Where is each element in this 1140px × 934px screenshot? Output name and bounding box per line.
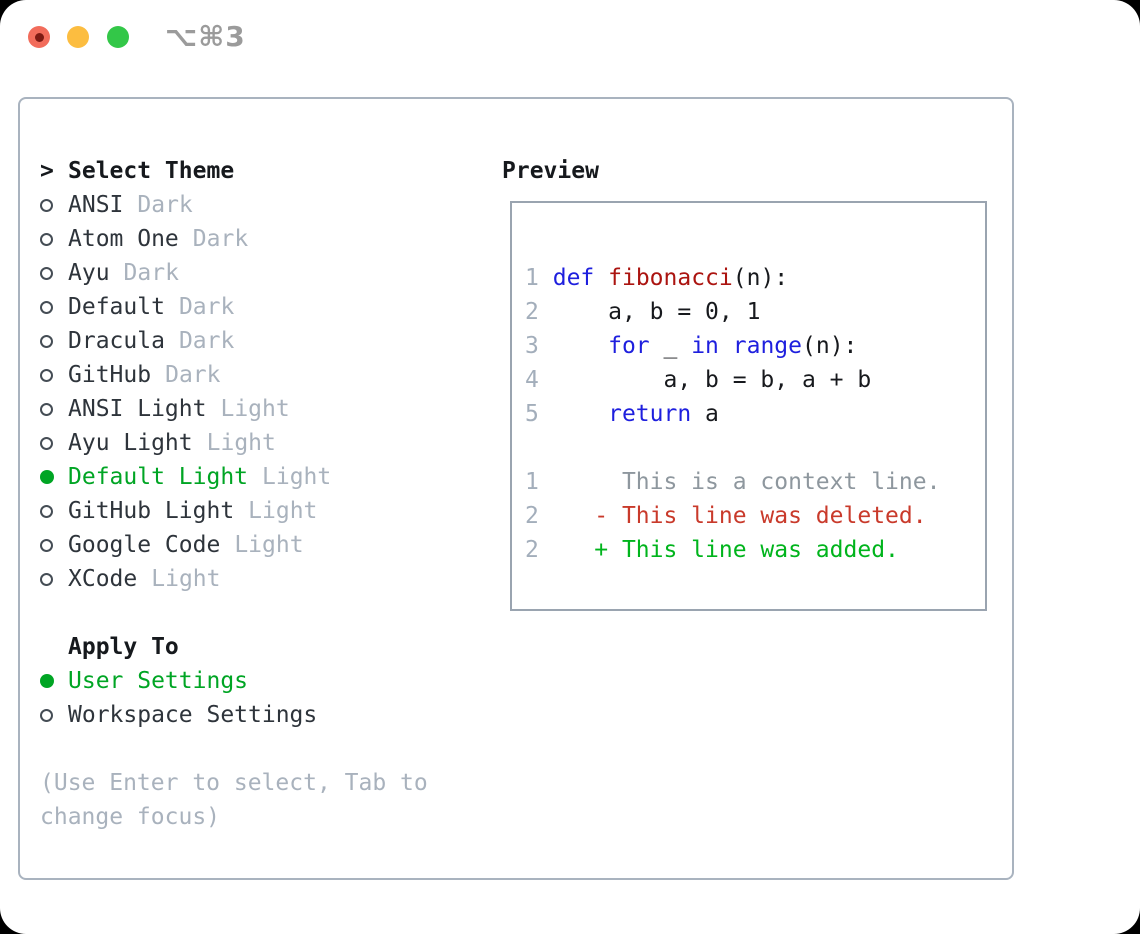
option-label: User Settings: [68, 668, 249, 694]
preview-title: Preview: [502, 158, 599, 184]
option-variant-label: Dark: [192, 226, 249, 252]
apply-to-title: Apply To: [68, 634, 179, 660]
radio-icon: [40, 300, 53, 314]
radio-icon: [40, 334, 53, 348]
zoom-button[interactable]: [107, 26, 129, 48]
option-variant-label: Dark: [165, 362, 221, 388]
option-label: ANSI: [68, 192, 124, 218]
option-variant-label: Dark: [178, 328, 235, 354]
window-shortcut-label: ⌥⌘3: [165, 20, 246, 53]
radio-icon: [40, 708, 53, 722]
code-line: 5 return a: [525, 401, 719, 427]
preview-code: 1 def fibonacci(n): 2 a, b = 0, 1 3 for _ …: [512, 203, 985, 567]
apply-option[interactable]: User Settings: [40, 664, 480, 698]
option-label: Atom One: [68, 226, 179, 252]
theme-list-title: Select Theme: [68, 158, 235, 184]
theme-option[interactable]: XCode Light: [40, 562, 480, 596]
close-button[interactable]: [28, 26, 50, 48]
option-variant-label: Light: [262, 464, 332, 490]
theme-option[interactable]: Atom One Dark: [40, 222, 480, 256]
code-line: [525, 431, 985, 465]
code-line: 2 - This line was deleted.: [525, 503, 927, 529]
option-variant-label: Light: [151, 566, 221, 592]
apply-to-header: Apply To: [40, 630, 480, 664]
radio-icon: [40, 538, 53, 552]
theme-option[interactable]: Dracula Dark: [40, 324, 480, 358]
line-number: 4: [525, 367, 539, 393]
apply-option[interactable]: Workspace Settings: [40, 698, 480, 732]
option-variant-label: Dark: [123, 260, 179, 286]
code-line: 3 for _ in range(n):: [525, 333, 858, 359]
code-line: 1 def fibonacci(n):: [525, 265, 789, 291]
gap: [40, 732, 480, 766]
titlebar[interactable]: ⌥⌘3: [0, 0, 1140, 74]
radio-icon: [40, 368, 53, 382]
preview-title-row: Preview: [502, 154, 599, 188]
radio-selected-icon: [40, 470, 54, 484]
radio-icon: [40, 232, 53, 246]
radio-icon: [40, 266, 53, 280]
preview-box: 1 def fibonacci(n): 2 a, b = 0, 1 3 for _ …: [510, 201, 987, 611]
line-number: 1: [525, 469, 539, 495]
option-label: Workspace Settings: [68, 702, 318, 728]
radio-icon: [40, 198, 53, 212]
option-label: Default Light: [68, 464, 249, 490]
option-label: Ayu: [68, 260, 110, 286]
code-line: 2 a, b = 0, 1: [525, 299, 761, 325]
option-variant-label: Dark: [178, 294, 235, 320]
line-number: 2: [525, 299, 539, 325]
code-line: 4 a, b = b, a + b: [525, 367, 872, 393]
option-label: GitHub: [68, 362, 152, 388]
theme-option[interactable]: Default Light Light: [40, 460, 480, 494]
theme-option[interactable]: Ayu Dark: [40, 256, 480, 290]
radio-icon: [40, 572, 53, 586]
option-label: Google Code: [68, 532, 221, 558]
option-label: Default: [68, 294, 165, 320]
radio-selected-icon: [40, 674, 54, 688]
theme-list-header: > Select Theme: [40, 154, 480, 188]
line-number: 2: [525, 503, 539, 529]
gap: [40, 596, 480, 630]
option-variant-label: Light: [220, 396, 290, 422]
option-label: Ayu Light: [68, 430, 193, 456]
option-variant-label: Dark: [137, 192, 193, 218]
minimize-button[interactable]: [67, 26, 89, 48]
theme-option[interactable]: Google Code Light: [40, 528, 480, 562]
radio-icon: [40, 504, 53, 518]
theme-option[interactable]: GitHub Dark: [40, 358, 480, 392]
option-label: Dracula: [68, 328, 165, 354]
theme-option[interactable]: GitHub Light Light: [40, 494, 480, 528]
code-line: 1 This is a context line.: [525, 469, 941, 495]
line-number: 2: [525, 537, 539, 563]
line-number: 3: [525, 333, 539, 359]
theme-option[interactable]: Ayu Light Light: [40, 426, 480, 460]
code-line: 2 + This line was added.: [525, 537, 899, 563]
theme-option[interactable]: ANSI Dark: [40, 188, 480, 222]
radio-icon: [40, 402, 53, 416]
option-label: ANSI Light: [68, 396, 207, 422]
theme-option[interactable]: Default Dark: [40, 290, 480, 324]
option-variant-label: Light: [248, 498, 318, 524]
option-variant-label: Light: [206, 430, 276, 456]
radio-icon: [40, 436, 53, 450]
help-text: (Use Enter to select, Tab to change focu…: [40, 770, 428, 830]
prompt-icon: >: [40, 158, 54, 184]
option-variant-label: Light: [234, 532, 304, 558]
option-label: XCode: [68, 566, 138, 592]
option-label: GitHub Light: [68, 498, 235, 524]
line-number: 5: [525, 401, 539, 427]
theme-option[interactable]: ANSI Light Light: [40, 392, 480, 426]
line-number: 1: [525, 265, 539, 291]
